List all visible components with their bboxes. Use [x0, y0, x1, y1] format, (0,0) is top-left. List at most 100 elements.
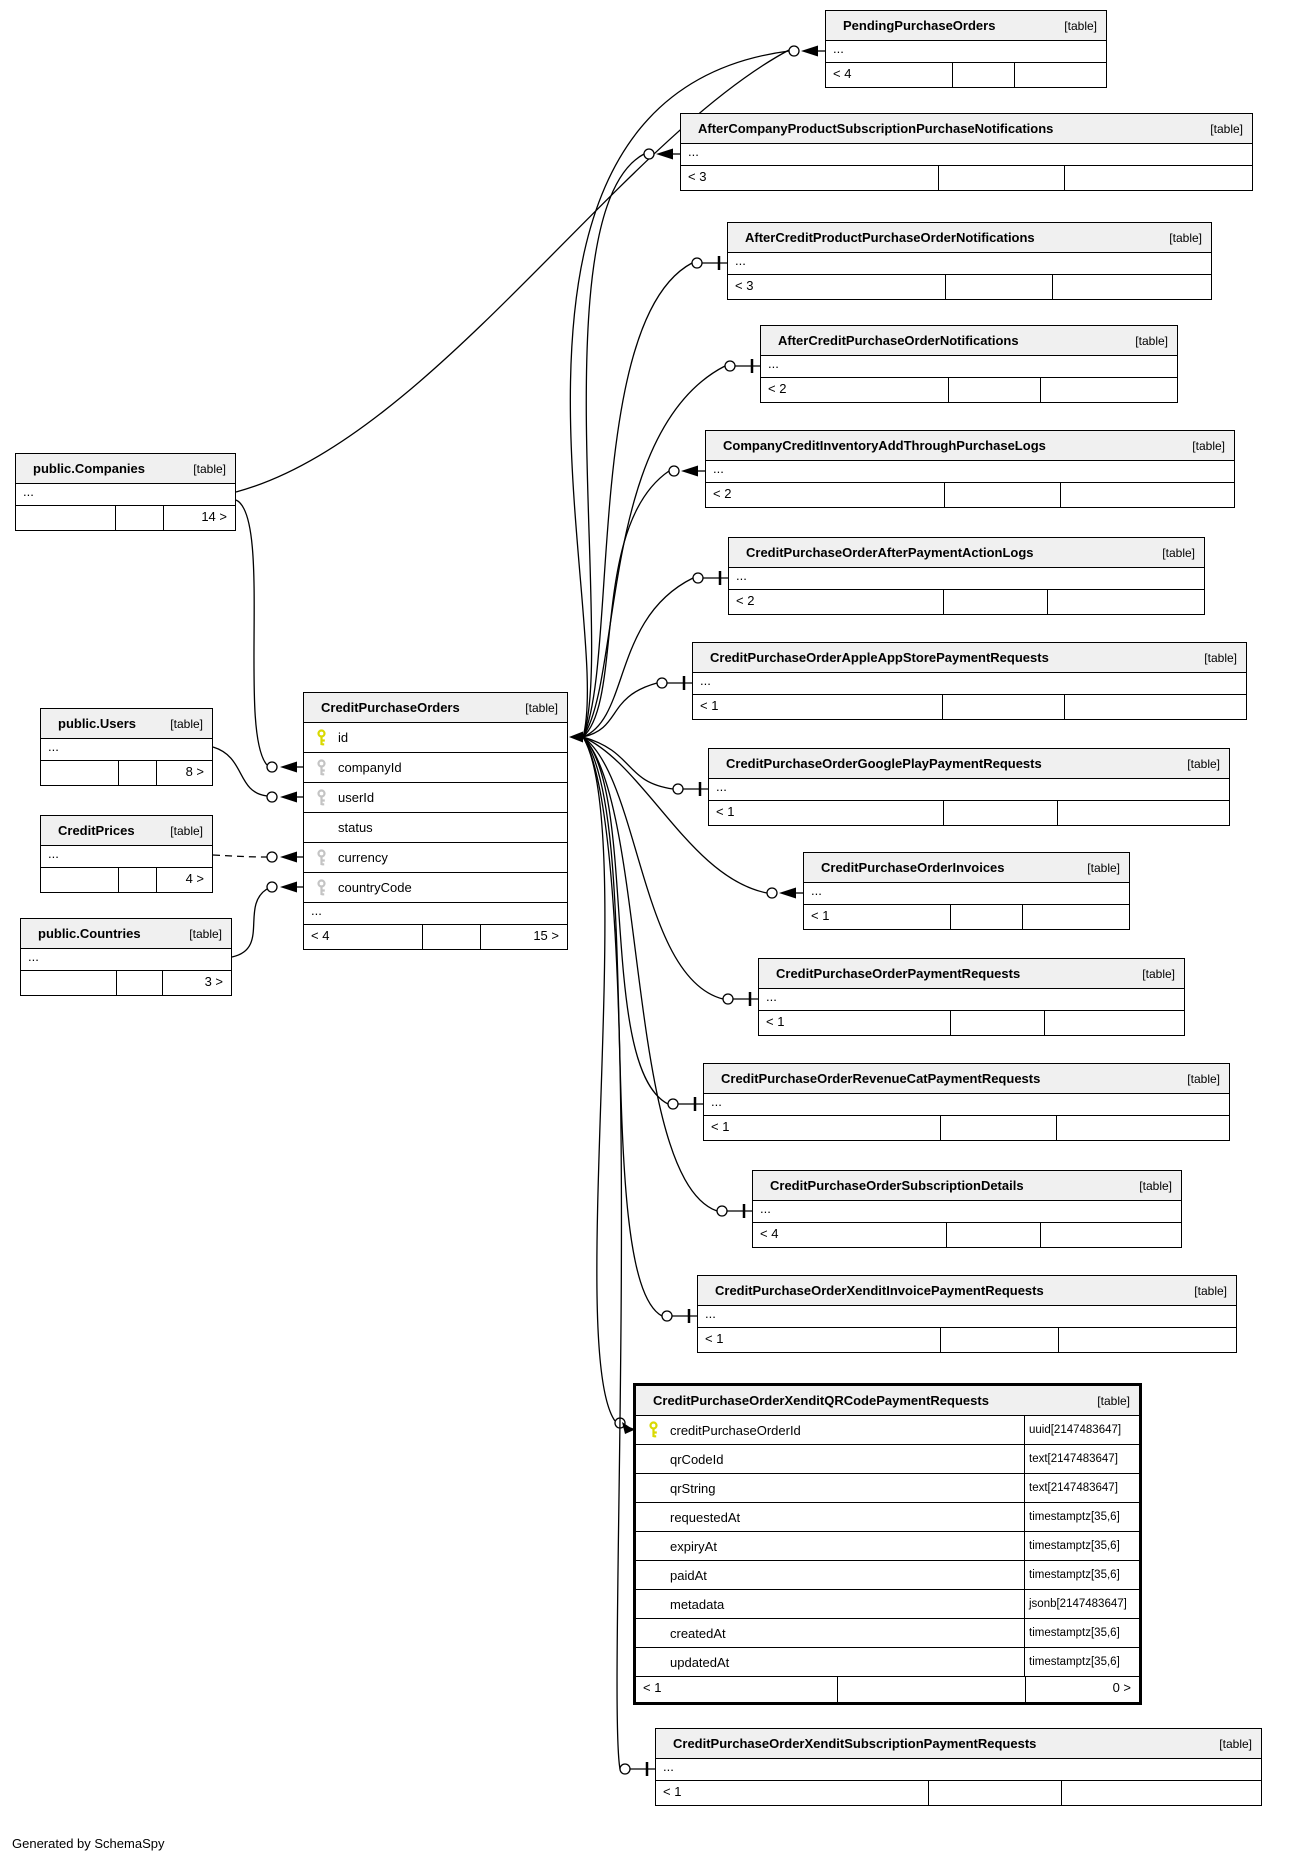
parents-count: < 1 — [643, 1680, 662, 1695]
table-tag: [table] — [189, 926, 222, 941]
collapsed-columns: ... — [761, 356, 1177, 378]
column-name: countryCode — [338, 880, 412, 895]
table-title[interactable]: CreditPrices — [58, 823, 135, 838]
edge-users-userid — [212, 746, 303, 803]
table-tag: [table] — [1210, 121, 1243, 136]
table-creditpurchaseorderrevenuecatpaymentrequests[interactable]: CreditPurchaseOrderRevenueCatPaymentRequ… — [703, 1063, 1230, 1141]
table-tag: [table] — [1135, 333, 1168, 348]
table-title[interactable]: PendingPurchaseOrders — [843, 18, 996, 33]
table-title[interactable]: CreditPurchaseOrderSubscriptionDetails — [770, 1178, 1024, 1193]
table-creditpurchaseorderafterpaymentactionlogs[interactable]: CreditPurchaseOrderAfterPaymentActionLog… — [728, 537, 1205, 615]
column-row: id — [304, 723, 567, 753]
table-title[interactable]: CreditPurchaseOrderPaymentRequests — [776, 966, 1021, 981]
table-companycreditinventoryaddthroughpurchaselogs[interactable]: CompanyCreditInventoryAddThroughPurchase… — [705, 430, 1235, 508]
table-title[interactable]: CreditPurchaseOrderRevenueCatPaymentRequ… — [721, 1071, 1041, 1086]
edge-creditpurchaseorderafterpaymentactionlogs — [582, 571, 728, 738]
table-title[interactable]: CreditPurchaseOrderXenditInvoicePaymentR… — [715, 1283, 1044, 1298]
table-title[interactable]: CreditPurchaseOrderAfterPaymentActionLog… — [746, 545, 1034, 560]
children-count: 4 > — [155, 868, 212, 892]
column-name: createdAt — [670, 1625, 726, 1641]
table-creditpurchaseorderxenditqrcodepaymentrequests[interactable]: CreditPurchaseOrderXenditQRCodePaymentRe… — [633, 1383, 1142, 1705]
edge-creditpurchaseorderxenditqrcodepaymentrequests — [582, 736, 634, 1434]
table-tag: [table] — [1162, 545, 1195, 560]
collapsed-columns: ... — [728, 253, 1211, 275]
collapsed-columns: ... — [729, 568, 1204, 590]
degree-footer: 4 > — [41, 868, 212, 892]
table-creditpurchaseordersubscriptiondetails[interactable]: CreditPurchaseOrderSubscriptionDetails[t… — [752, 1170, 1182, 1248]
collapsed-columns: ... — [753, 1201, 1181, 1223]
table-creditprices[interactable]: CreditPrices[table] ... 4 > — [40, 815, 213, 893]
degree-footer: < 1 — [804, 905, 1129, 929]
table-tag: [table] — [525, 700, 558, 715]
collapsed-columns: ... — [698, 1306, 1236, 1328]
column-row: currency — [304, 843, 567, 873]
parents-count: < 4 — [760, 1226, 779, 1241]
column-name: updatedAt — [670, 1654, 730, 1670]
degree-footer: < 1 — [709, 801, 1229, 825]
table-aftercreditproductpurchaseordernotifications[interactable]: AfterCreditProductPurchaseOrderNotificat… — [727, 222, 1212, 300]
table-title[interactable]: AfterCreditPurchaseOrderNotifications — [778, 333, 1019, 348]
table-creditpurchaseordergoogleplaypaymentrequests[interactable]: CreditPurchaseOrderGooglePlayPaymentRequ… — [708, 748, 1230, 826]
parents-count: < 1 — [811, 908, 830, 923]
column-row: status — [304, 813, 567, 843]
table-creditpurchaseorders[interactable]: CreditPurchaseOrders[table] id companyId… — [303, 692, 568, 950]
edge-pendingpurchaseorders — [235, 45, 825, 738]
degree-footer: < 1 — [656, 1781, 1261, 1805]
parents-count: < 2 — [713, 486, 732, 501]
column-type: jsonb[2147483647] — [1024, 1590, 1139, 1618]
foreign-key-icon — [316, 758, 328, 777]
table-title[interactable]: CompanyCreditInventoryAddThroughPurchase… — [723, 438, 1046, 453]
parents-count: < 1 — [711, 1119, 730, 1134]
table-title[interactable]: AfterCreditProductPurchaseOrderNotificat… — [745, 230, 1035, 245]
table-aftercreditpurchaseordernotifications[interactable]: AfterCreditPurchaseOrderNotifications [ta… — [760, 325, 1178, 403]
table-title[interactable]: CreditPurchaseOrders — [321, 700, 460, 715]
table-title[interactable]: CreditPurchaseOrderXenditQRCodePaymentRe… — [653, 1393, 989, 1408]
column-name: qrCodeId — [670, 1451, 724, 1467]
table-tag: [table] — [1097, 1393, 1130, 1408]
table-creditpurchaseorderxenditsubscriptionpaymentrequests[interactable]: CreditPurchaseOrderXenditSubscriptionPay… — [655, 1728, 1262, 1806]
table-creditpurchaseorderxenditinvoicepaymentrequests[interactable]: CreditPurchaseOrderXenditInvoicePaymentR… — [697, 1275, 1237, 1353]
table-countries[interactable]: public.Countries[table] ... 3 > — [20, 918, 232, 996]
table-pendingpurchaseorders[interactable]: PendingPurchaseOrders[table] ... < 4 — [825, 10, 1107, 88]
table-title[interactable]: public.Users — [58, 716, 137, 731]
parents-count: < 4 — [311, 928, 330, 943]
table-tag: [table] — [193, 461, 226, 476]
table-title[interactable]: CreditPurchaseOrderInvoices — [821, 860, 1005, 875]
generator-note: Generated by SchemaSpy — [12, 1836, 165, 1851]
edge-creditpurchaseorderxenditsubscriptionpaymentrequests — [582, 736, 655, 1776]
table-users[interactable]: public.Users[table] ... 8 > — [40, 708, 213, 786]
column-type: timestamptz[35,6] — [1024, 1503, 1139, 1531]
table-title[interactable]: CreditPurchaseOrderXenditSubscriptionPay… — [673, 1736, 1037, 1751]
table-title[interactable]: CreditPurchaseOrderAppleAppStorePaymentR… — [710, 650, 1049, 665]
column-name: paidAt — [670, 1567, 707, 1583]
collapsed-columns: ... — [16, 484, 235, 506]
table-tag: [table] — [1087, 860, 1120, 875]
children-count: 3 > — [161, 971, 231, 995]
column-type: uuid[2147483647] — [1024, 1416, 1139, 1444]
table-title[interactable]: AfterCompanyProductSubscriptionPurchaseN… — [698, 121, 1054, 136]
column-name: requestedAt — [670, 1509, 741, 1525]
table-title[interactable]: public.Countries — [38, 926, 141, 941]
table-creditpurchaseorderinvoices[interactable]: CreditPurchaseOrderInvoices[table] ... <… — [803, 852, 1130, 930]
table-tag: [table] — [170, 716, 203, 731]
table-tag: [table] — [1187, 1071, 1220, 1086]
foreign-key-icon — [316, 848, 328, 867]
table-title[interactable]: CreditPurchaseOrderGooglePlayPaymentRequ… — [726, 756, 1042, 771]
column-row: requestedAt timestamptz[35,6] — [636, 1503, 1139, 1532]
table-title[interactable]: public.Companies — [33, 461, 145, 476]
edge-anchor-id — [569, 731, 583, 743]
column-type: text[2147483647] — [1024, 1445, 1139, 1473]
table-tag: [table] — [1142, 966, 1175, 981]
table-creditpurchaseorderpaymentrequests[interactable]: CreditPurchaseOrderPaymentRequests [table… — [758, 958, 1185, 1036]
column-type: timestamptz[35,6] — [1024, 1619, 1139, 1647]
collapsed-columns: ... — [656, 1759, 1261, 1781]
degree-footer: < 1 — [698, 1328, 1236, 1352]
table-creditpurchaseorderappleappstorepaymentrequests[interactable]: CreditPurchaseOrderAppleAppStorePaymentR… — [692, 642, 1247, 720]
table-companies[interactable]: public.Companies[table] ... 14 > — [15, 453, 236, 531]
table-tag: [table] — [1169, 230, 1202, 245]
table-aftercompanyproductsubscriptionpurchasenotifications[interactable]: AfterCompanyProductSubscriptionPurchaseN… — [680, 113, 1253, 191]
column-type: text[2147483647] — [1024, 1474, 1139, 1502]
edge-creditprices-currency — [212, 851, 303, 863]
